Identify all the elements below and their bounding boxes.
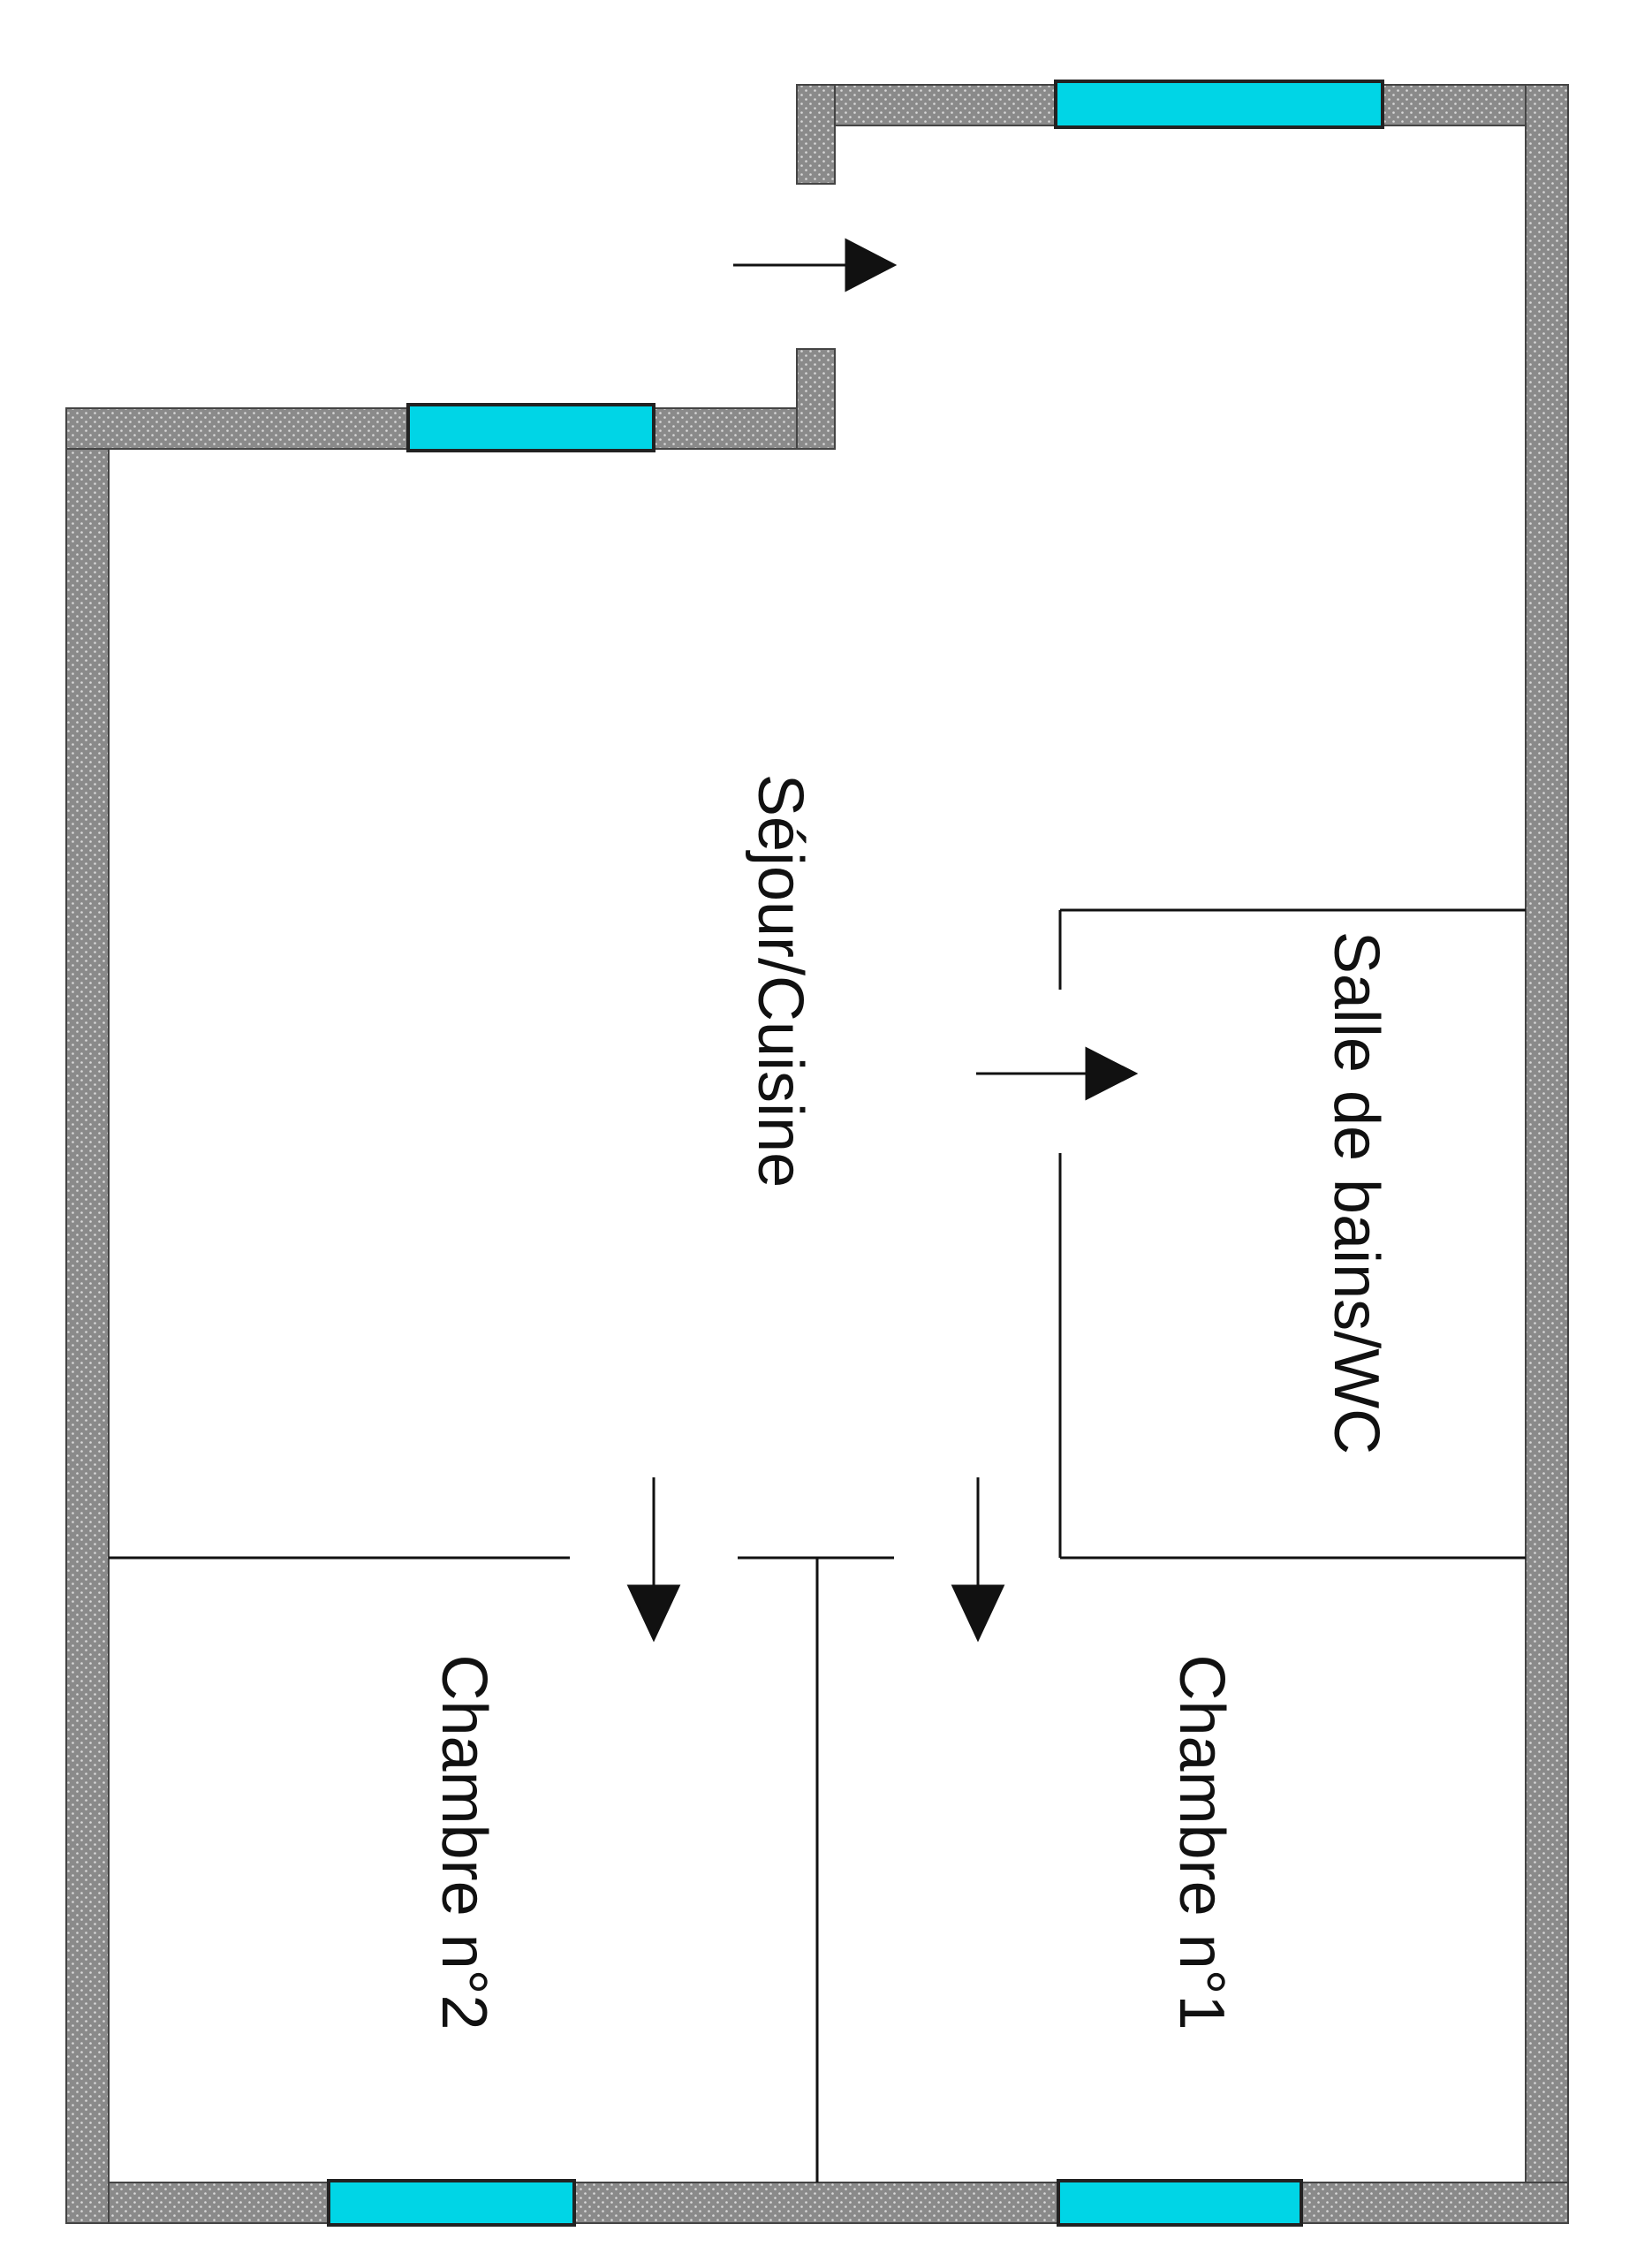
interior-partitions [109,908,1526,2182]
window-top-right [1054,80,1384,129]
room-labels: Séjour/Cuisine Salle de bains/WC Chambre… [428,774,1391,2030]
wall-left [65,407,110,2224]
entry-arrow-icon [733,238,898,292]
label-salle-de-bains: Salle de bains/WC [1321,931,1391,1454]
label-chambre-1: Chambre n°1 [1166,1654,1237,2030]
wall-bottom [65,2182,1569,2224]
window-bottom-left [327,2179,576,2227]
windows [327,80,1384,2227]
window-bottom-right [1057,2179,1303,2227]
wall-entry-jamb-top [796,84,836,185]
label-sejour-cuisine: Séjour/Cuisine [745,774,815,1188]
bathroom-door-arrow-icon [976,1046,1139,1101]
bedroom-1-door-arrow-icon [951,1477,1005,1643]
window-top-left [406,403,655,452]
wall-right [1525,84,1569,2224]
bedroom-2-door-arrow-icon [626,1477,681,1643]
wall-entry-jamb-bottom [796,348,836,450]
label-chambre-2: Chambre n°2 [428,1654,499,2030]
door-arrows [626,238,1139,1643]
